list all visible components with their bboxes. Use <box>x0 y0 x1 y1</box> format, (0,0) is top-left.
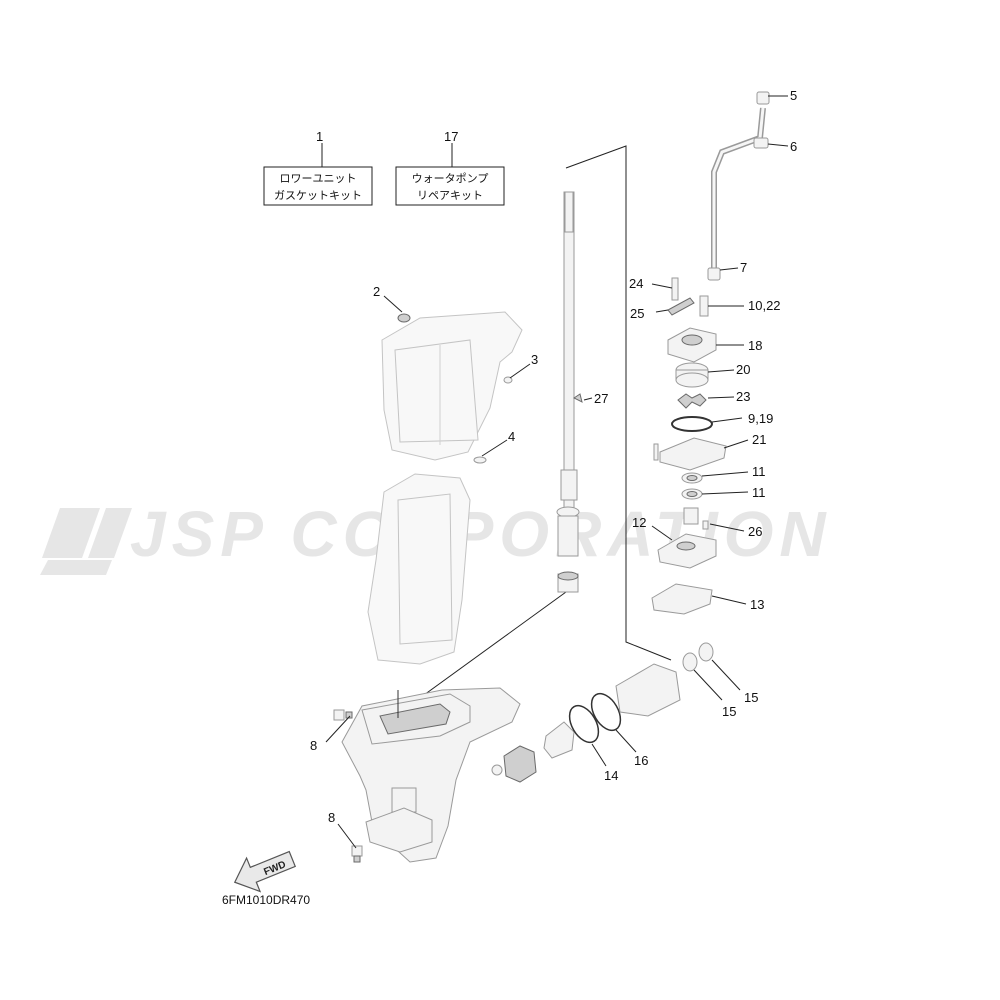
seal-4 <box>473 456 487 464</box>
callouts: 1 17 2 3 4 5 6 7 8 8 9,19 10,22 11 11 12… <box>310 88 797 825</box>
water-tube-inner <box>712 107 765 268</box>
callout-14[interactable]: 14 <box>604 768 618 783</box>
callout-26[interactable]: 26 <box>748 524 762 539</box>
pinion-gear <box>503 745 537 783</box>
grommet-5 <box>756 91 770 105</box>
watermark-text: JSP CORPORATION <box>130 498 832 570</box>
o-ring-16 <box>590 692 622 732</box>
callout-8a[interactable]: 8 <box>310 738 317 753</box>
callout-6[interactable]: 6 <box>790 139 797 154</box>
callout-8b[interactable]: 8 <box>328 810 335 825</box>
callout-15b[interactable]: 15 <box>744 690 758 705</box>
kit-box-water-pump-repair[interactable]: ウォータポンプ リペアキット <box>395 166 505 206</box>
callout-25[interactable]: 25 <box>630 306 644 321</box>
dowel-26 <box>702 520 709 530</box>
oil-seal-15a <box>682 652 698 672</box>
kit-line1: ウォータポンプ <box>412 172 489 185</box>
screw-8a <box>333 709 353 721</box>
callout-10-22[interactable]: 10,22 <box>748 298 781 313</box>
seal-6 <box>753 137 769 149</box>
kit-box-frame <box>395 166 505 206</box>
callout-5[interactable]: 5 <box>790 88 797 103</box>
impeller-23 <box>677 393 707 409</box>
o-ring-14 <box>568 704 600 744</box>
fwd-arrow-icon <box>233 850 297 893</box>
callout-1[interactable]: 1 <box>316 129 323 144</box>
callout-12[interactable]: 12 <box>632 515 646 530</box>
assembly-frame-line <box>565 145 672 661</box>
callout-11a[interactable]: 11 <box>752 464 766 479</box>
callout-3[interactable]: 3 <box>531 352 538 367</box>
kit-box-frame <box>263 166 373 206</box>
callout-15a[interactable]: 15 <box>722 704 736 719</box>
bushing <box>683 507 699 525</box>
oil-seal-15b <box>698 642 714 662</box>
lower-casing <box>341 687 521 863</box>
outer-plate-12 <box>657 533 717 569</box>
gasket-21 <box>659 437 727 471</box>
propeller-shaft-parts <box>491 642 714 783</box>
watermark-logo-icon <box>40 508 132 575</box>
grommet-7 <box>707 267 721 281</box>
callout-27[interactable]: 27 <box>594 391 608 406</box>
shaft-bushings <box>556 506 580 593</box>
callout-7[interactable]: 7 <box>740 260 747 275</box>
water-tube <box>711 107 766 268</box>
callout-9-19[interactable]: 9,19 <box>748 411 773 426</box>
callout-23[interactable]: 23 <box>736 389 750 404</box>
plate-25 <box>667 297 695 316</box>
propeller-shaft-housing <box>615 663 681 717</box>
callout-21[interactable]: 21 <box>752 432 766 447</box>
kit-line1: ロワーユニット <box>280 172 357 185</box>
callout-2[interactable]: 2 <box>373 284 380 299</box>
callout-24[interactable]: 24 <box>629 276 643 291</box>
fwd-direction-arrow: FWD <box>233 850 297 893</box>
callout-4[interactable]: 4 <box>508 429 515 444</box>
callout-11b[interactable]: 11 <box>752 485 766 500</box>
callout-18[interactable]: 18 <box>748 338 762 353</box>
bolt-10-22 <box>699 295 709 317</box>
bearing <box>543 721 575 759</box>
kit-line2: ガスケットキット <box>274 189 362 202</box>
oil-seal-2 <box>397 313 411 323</box>
kit-line2: リペアキット <box>417 189 483 202</box>
drive-shaft <box>560 191 578 513</box>
mid-section-casing <box>367 473 471 665</box>
bolt-24 <box>671 277 679 301</box>
diagram-code: 6FM1010DR470 <box>222 893 310 907</box>
kit-box-lower-unit-gasket[interactable]: ロワーユニット ガスケットキット <box>263 166 373 206</box>
screw-8b <box>351 845 363 863</box>
leader-lines <box>325 95 789 849</box>
water-pump-assembly <box>651 277 727 615</box>
upper-casing <box>381 311 523 461</box>
callout-13[interactable]: 13 <box>750 597 764 612</box>
callout-16[interactable]: 16 <box>634 753 648 768</box>
pin-3 <box>503 376 513 384</box>
o-ring-9-19 <box>671 416 713 432</box>
clip-27 <box>573 393 583 403</box>
callout-20[interactable]: 20 <box>736 362 750 377</box>
callout-17[interactable]: 17 <box>444 129 458 144</box>
gasket-13 <box>651 583 713 615</box>
